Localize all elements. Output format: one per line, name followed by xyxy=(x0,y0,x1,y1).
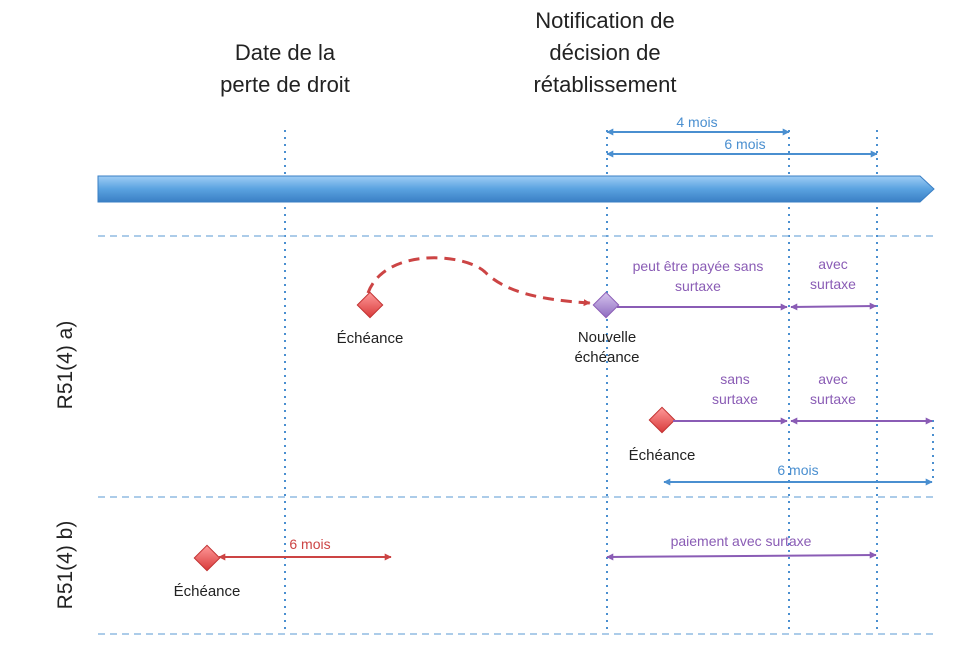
nouvelle-echeance-label-line2: échéance xyxy=(574,349,639,366)
case2-avec-surtaxe-label-line1: avec xyxy=(818,371,848,387)
case1-avec-surtaxe-label-line2: surtaxe xyxy=(810,276,856,292)
span-4-mois-label: 4 mois xyxy=(676,114,717,130)
timeline-bar xyxy=(97,175,935,203)
case2-6-mois-label: 6 mois xyxy=(777,462,818,478)
b-6-mois-label: 6 mois xyxy=(289,536,330,552)
case2-avec-surtaxe-label-line2: surtaxe xyxy=(810,391,856,407)
header-loss-date-line1: Date de la xyxy=(235,40,336,65)
section-label-r51-4-a: R51(4) a) xyxy=(54,321,77,410)
echeance-diamond-1 xyxy=(356,291,384,319)
echeance-label-2: Échéance xyxy=(629,447,696,464)
case2-sans-surtaxe-label-line1: sans xyxy=(720,371,750,387)
echeance-label-1: Échéance xyxy=(337,330,404,347)
case1-avec-surtaxe-arrow xyxy=(790,302,877,311)
echeance-label-b: Échéance xyxy=(174,583,241,600)
paiement-avec-surtaxe-arrow xyxy=(606,551,877,561)
echeance-diamond-b xyxy=(193,544,221,572)
header-notification-line2: décision de xyxy=(549,40,660,65)
case1-avec-surtaxe-label-line1: avec xyxy=(818,256,848,272)
case1-sans-surtaxe-label-line1: peut être payée sans xyxy=(633,258,764,274)
span-6-mois-label: 6 mois xyxy=(724,136,765,152)
header-notification-line1: Notification de xyxy=(535,8,674,33)
curved-dashed-arrow xyxy=(366,256,591,307)
nouvelle-echeance-diamond xyxy=(592,291,620,319)
section-label-r51-4-b: R51(4) b) xyxy=(54,521,77,610)
case1-sans-surtaxe-label-line2: surtaxe xyxy=(675,278,721,294)
nouvelle-echeance-label-line1: Nouvelle xyxy=(578,329,636,346)
echeance-diamond-2 xyxy=(648,406,676,434)
paiement-avec-surtaxe-label: paiement avec surtaxe xyxy=(671,533,812,549)
case2-sans-surtaxe-label-line2: surtaxe xyxy=(712,391,758,407)
header-notification-line3: rétablissement xyxy=(533,72,676,97)
header-loss-date-line2: perte de droit xyxy=(220,72,350,97)
